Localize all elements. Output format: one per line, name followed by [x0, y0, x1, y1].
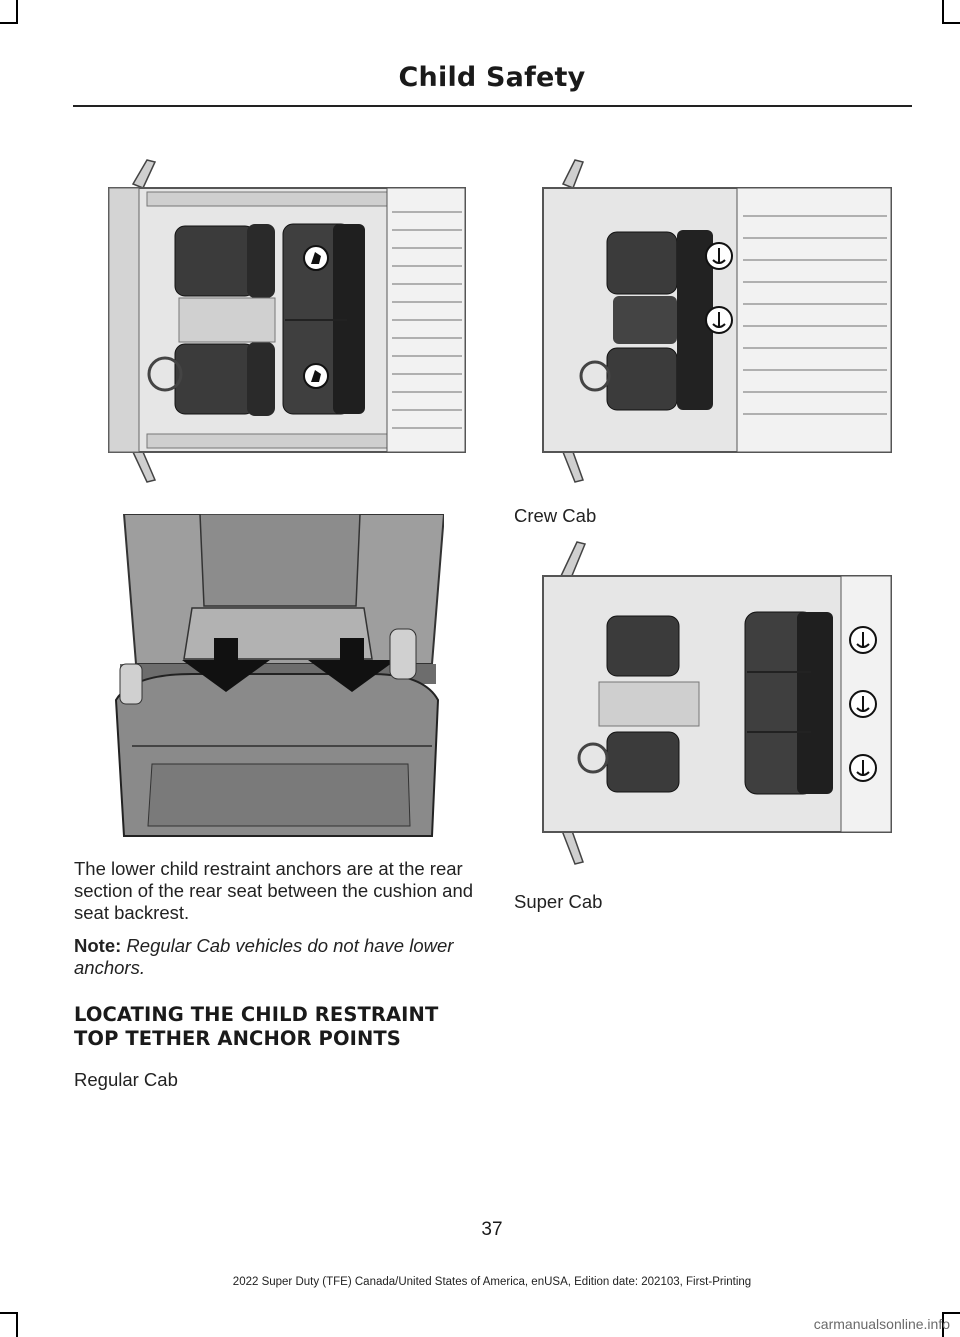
anchor-icon [706, 243, 732, 269]
crop-mark [16, 1314, 18, 1337]
child-seat-icon [304, 246, 328, 270]
anchor-icon [850, 627, 876, 653]
crew-cab-figure [541, 152, 893, 488]
anchor-icon [706, 307, 732, 333]
anchor-icon [850, 755, 876, 781]
super-cab-caption: Super Cab [514, 891, 603, 912]
header-divider [73, 105, 912, 107]
crop-mark [0, 1312, 18, 1314]
note-text: Regular Cab vehicles do not have lower a… [74, 935, 454, 978]
down-arrow-icon [182, 638, 270, 692]
note-label: Note: [74, 935, 122, 956]
regular-cab-label: Regular Cab [74, 1069, 178, 1090]
crop-mark [942, 1312, 960, 1314]
lower-anchor-paragraph: The lower child restraint anchors are at… [74, 858, 474, 923]
crop-mark [0, 22, 18, 24]
down-arrow-icon [308, 638, 396, 692]
note: Note: Regular Cab vehicles do not have l… [74, 935, 484, 979]
crew-cab-caption: Crew Cab [514, 505, 597, 526]
child-seat-icon [304, 364, 328, 388]
edition-footer: 2022 Super Duty (TFE) Canada/United Stat… [232, 1276, 752, 1288]
anchor-icon [850, 691, 876, 717]
watermark: carmanualsonline.info [813, 1316, 950, 1332]
crop-mark [942, 0, 944, 22]
crop-mark [942, 1314, 944, 1337]
crop-mark [942, 22, 960, 24]
seat-closeup-figure [112, 514, 444, 840]
regular-cab-lower-anchor-figure [107, 152, 467, 488]
page-number: 37 [481, 1219, 503, 1240]
crop-mark [16, 0, 18, 22]
section-heading: LOCATING THE CHILD RESTRAINT TOP TETHER … [74, 1003, 439, 1050]
page-title: Child Safety [398, 62, 586, 93]
super-cab-figure [541, 532, 893, 872]
